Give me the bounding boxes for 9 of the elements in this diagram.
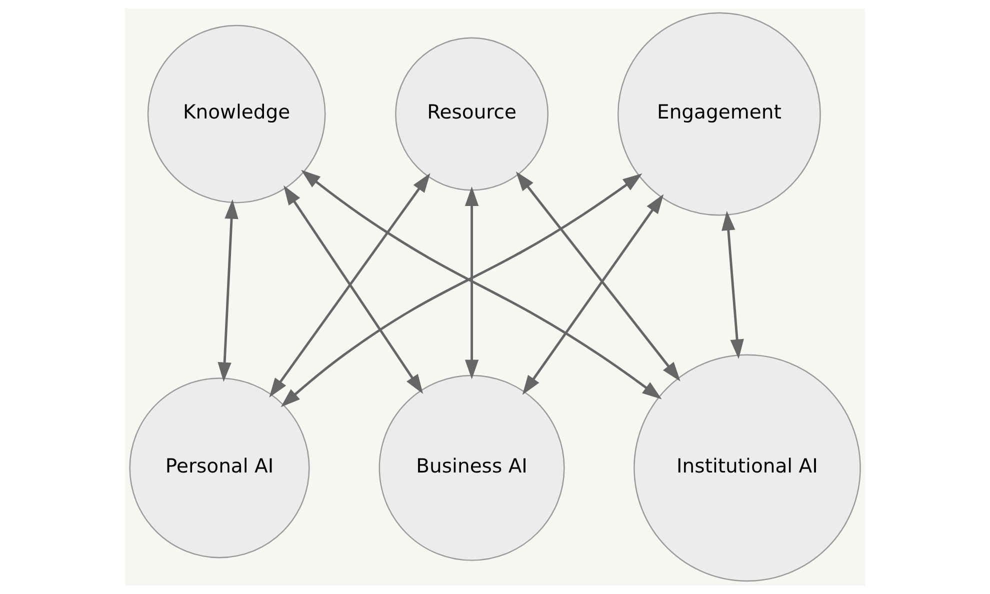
arrow	[464, 186, 479, 380]
arrow	[284, 185, 424, 394]
node-circle: Institutional AI	[634, 354, 861, 582]
node-circle: Knowledge	[147, 24, 326, 204]
arrow	[522, 194, 664, 395]
arrow	[722, 210, 744, 359]
arrow	[218, 199, 238, 382]
arrow	[516, 172, 680, 382]
arrow	[269, 173, 430, 398]
